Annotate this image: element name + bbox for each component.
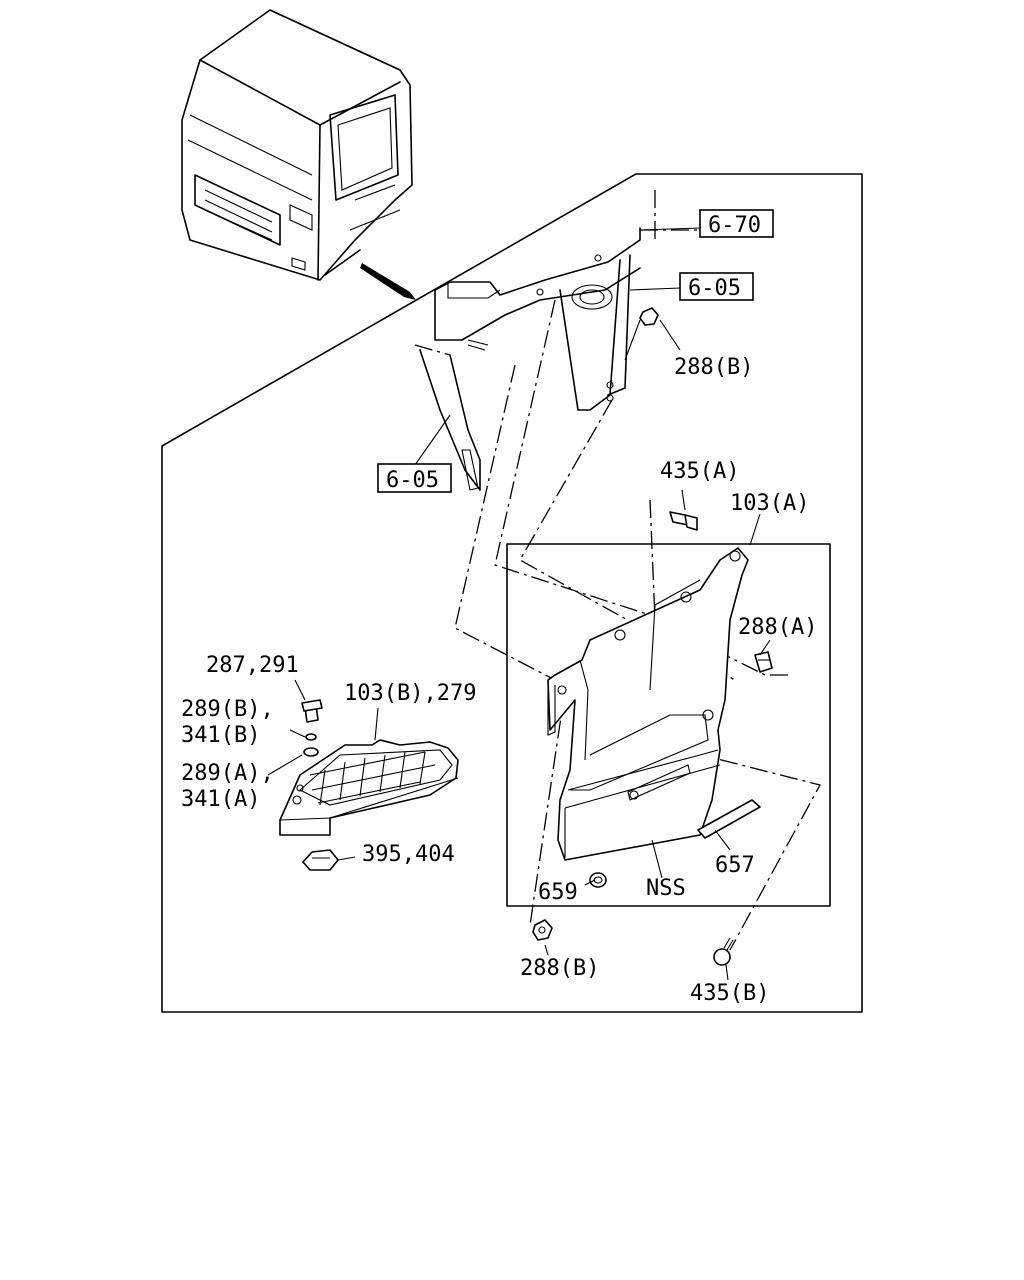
step-plate-part — [279, 699, 459, 871]
label-341b: 341(B) — [181, 723, 260, 748]
label-435b: 435(B) — [690, 981, 769, 1006]
truck-cab-illustration — [181, 9, 416, 300]
svg-text:6-05: 6-05 — [688, 276, 741, 301]
ref-box-6-05-left: 6-05 — [377, 463, 452, 493]
label-289b: 289(B), — [181, 697, 274, 722]
label-103a: 103(A) — [730, 491, 809, 516]
clip-435b — [713, 937, 734, 966]
label-435a: 435(A) — [660, 459, 739, 484]
grommet-659 — [589, 872, 607, 888]
step-bracket-assembly — [414, 190, 700, 491]
label-659: 659 — [538, 880, 578, 905]
bolt-435a — [669, 511, 698, 531]
label-395-404: 395,404 — [362, 842, 455, 867]
step-grid — [309, 751, 436, 806]
clip-288a — [754, 651, 773, 673]
reflector-657 — [697, 799, 761, 839]
label-287-291: 287,291 — [206, 653, 299, 678]
label-288b-bottom: 288(B) — [520, 956, 599, 981]
label-341a: 341(A) — [181, 787, 260, 812]
label-288a: 288(A) — [738, 615, 817, 640]
nut-288b-top — [639, 307, 659, 326]
label-nss: NSS — [646, 876, 686, 901]
diagram-frame — [161, 173, 863, 1013]
mudguard-group-box — [506, 543, 831, 907]
nut-288b-bottom — [532, 919, 553, 941]
ref-box-6-05-top: 6-05 — [679, 272, 754, 301]
ref-box-6-70: 6-70 — [699, 209, 774, 238]
label-657: 657 — [715, 853, 755, 878]
mudguard-part — [547, 547, 749, 861]
label-289a: 289(A), — [181, 761, 274, 786]
label-103b-279: 103(B),279 — [344, 681, 476, 706]
svg-text:6-70: 6-70 — [708, 213, 761, 238]
label-288b-top: 288(B) — [674, 355, 753, 380]
svg-text:6-05: 6-05 — [386, 468, 439, 493]
